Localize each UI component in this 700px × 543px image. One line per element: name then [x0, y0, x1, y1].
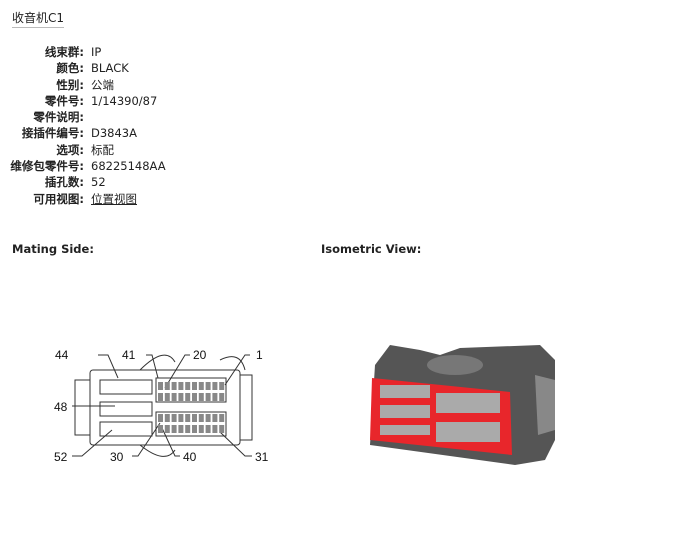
pin-cavity [185, 425, 191, 433]
pin-cavity [171, 382, 177, 390]
pin-cavity [192, 382, 197, 390]
prop-harness: 线束群:IP [44, 45, 102, 59]
pin-cavity [164, 382, 170, 390]
pin-label-44: 44 [55, 348, 69, 362]
pin-cavity [198, 414, 204, 422]
pin-cavity [178, 414, 184, 422]
properties-list: 线束群:IP 颜色:BLACK 性别:公端 零件号:1/14390/87 零件说… [0, 44, 166, 207]
pin-label-1: 1 [256, 348, 263, 362]
pin-cavity [158, 382, 163, 390]
pin-cavity [198, 382, 204, 390]
connector-title: 收音机C1 [12, 9, 65, 28]
pin-cavity [192, 425, 197, 433]
pin-label-40: 40 [183, 450, 197, 464]
pin-cavity [171, 425, 177, 433]
prop-color: 颜色:BLACK [56, 61, 129, 76]
prop-part-number: 零件号:1/14390/87 [44, 93, 158, 108]
pin-cavity [205, 382, 211, 390]
pin-cavity [192, 393, 197, 401]
pin-cavity [192, 414, 197, 422]
isometric-view-image [370, 345, 555, 465]
location-view-link[interactable]: 位置视图 [91, 191, 137, 206]
pin-cavity [198, 393, 204, 401]
prop-gender: 性别:公端 [56, 77, 114, 92]
pin-cavity [212, 393, 218, 401]
pin-cavity [171, 414, 177, 422]
isometric-view-heading: Isometric View: [321, 242, 422, 256]
prop-option: 选项:标配 [56, 142, 114, 157]
pin-cavity [212, 382, 218, 390]
pin-label-30: 30 [110, 450, 124, 464]
prop-cavity-count: 插孔数:52 [44, 175, 106, 190]
pin-cavity [158, 425, 163, 433]
pin-label-52: 52 [54, 450, 68, 464]
prop-service-kit: 维修包零件号:68225148AA [10, 159, 166, 174]
pin-cavity [212, 414, 218, 422]
prop-part-description: 零件说明: [33, 110, 84, 125]
pin-label-31: 31 [255, 450, 269, 464]
mating-side-diagram: 44 41 20 1 48 52 30 40 31 [54, 348, 269, 464]
pin-cavity [158, 393, 163, 401]
pin-cavity [212, 425, 218, 433]
pin-cavity [219, 382, 225, 390]
pin-cavity [219, 393, 225, 401]
pin-cavity [164, 393, 170, 401]
pin-cavity [171, 393, 177, 401]
pin-cavity [205, 393, 211, 401]
pin-cavity [219, 425, 225, 433]
pin-cavity [164, 425, 170, 433]
pin-label-20: 20 [193, 348, 207, 362]
pin-cavity [185, 414, 191, 422]
pin-cavity [178, 382, 184, 390]
pin-cavity [205, 425, 211, 433]
pin-cavity [185, 382, 191, 390]
pin-cavity [219, 414, 225, 422]
pin-label-48: 48 [54, 400, 68, 414]
prop-available-views: 可用视图:位置视图 [33, 191, 137, 206]
pin-cavity [185, 393, 191, 401]
pin-cavity [198, 425, 204, 433]
pin-cavity [158, 414, 163, 422]
prop-connector-number: 接插件编号:D3843A [21, 126, 137, 141]
pin-cavity [178, 393, 184, 401]
pin-label-41: 41 [122, 348, 136, 362]
pin-cavity [205, 414, 211, 422]
pin-cavity [164, 414, 170, 422]
mating-side-heading: Mating Side: [12, 242, 94, 256]
pin-cavity [178, 425, 184, 433]
